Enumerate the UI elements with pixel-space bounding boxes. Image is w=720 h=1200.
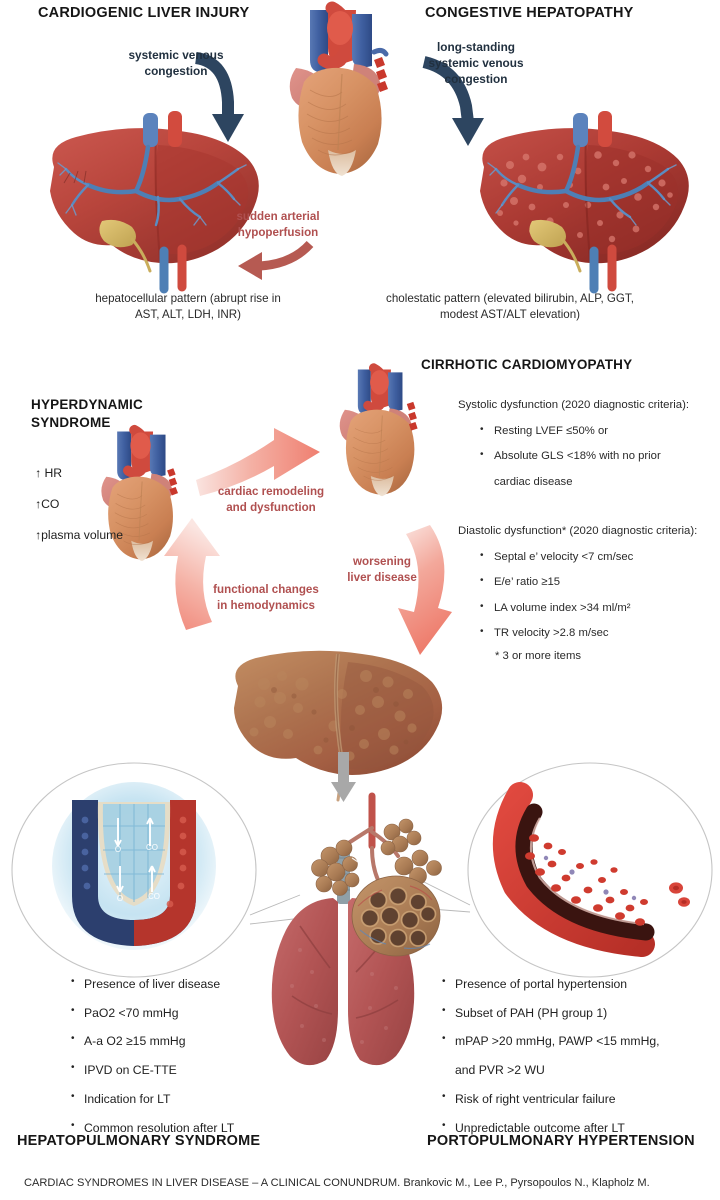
label-long-standing-line3: congestion: [444, 71, 508, 86]
diastolic-item-0: Septal e’ velocity <7 cm/sec: [480, 551, 633, 563]
hps-item-4: Indication for LT: [70, 1092, 234, 1105]
label-sudden-arterial-line1: sudden arterial: [236, 210, 320, 223]
systemic-venous-congestion-arrow-right: [422, 56, 484, 146]
diastolic-criteria-list: Septal e’ velocity <7 cm/sec E/e’ ratio …: [480, 551, 633, 653]
diastolic-item-2: LA volume index >34 ml/m²: [480, 602, 633, 614]
label-systemic-venous-congestion-line1: systemic venous: [128, 48, 224, 62]
label-cardiac-remodeling-line2: and dysfunction: [226, 500, 316, 514]
title-portopulmonary-hypertension: PORTOPULMONARY HYPERTENSION: [427, 1133, 695, 1149]
pulmonary-vessel-callout: [417, 762, 713, 978]
caption-hepatocellular-line1: hepatocellular pattern (abrupt rise in: [95, 292, 281, 305]
title-hyperdynamic-line2: SYNDROME: [31, 414, 111, 430]
portopulmonary-criteria-list: Presence of portal hypertension Subset o…: [441, 977, 660, 1150]
hepatopulmonary-criteria-list: Presence of liver disease PaO2 <70 mmHg …: [70, 977, 234, 1150]
lungs-alveoli-illustration: [271, 792, 442, 1066]
hps-item-5: Common resolution after LT: [70, 1120, 234, 1133]
systolic-criteria-list: Resting LVEF ≤50% or Absolute GLS <18% w…: [480, 425, 661, 502]
poph-item-2: mPAP >20 mmHg, PAWP <15 mmHg,: [441, 1034, 660, 1047]
diastolic-criteria-note: * 3 or more items: [495, 650, 582, 662]
poph-item-4: Risk of right ventricular failure: [441, 1092, 660, 1105]
diastolic-dysfunction-heading: Diastolic dysfunction* (2020 diagnostic …: [458, 525, 698, 537]
diastolic-item-1: E/e’ ratio ≥15: [480, 576, 633, 588]
worsening-liver-disease-arrow: [398, 525, 452, 655]
sudden-arterial-hypoperfusion-arrow: [238, 240, 314, 280]
label-systemic-venous-congestion-line2: congestion: [144, 63, 208, 78]
hyperdynamic-item-co: ↑CO: [35, 497, 60, 511]
hps-item-1: PaO2 <70 mmHg: [70, 1006, 234, 1019]
systolic-item-1: Absolute GLS <18% with no prior: [480, 450, 661, 462]
label-functional-changes-line2: in hemodynamics: [217, 598, 315, 612]
hps-item-0: Presence of liver disease: [70, 977, 234, 990]
hps-item-2: A-a O2 ≥15 mmHg: [70, 1034, 234, 1047]
title-cardiogenic-liver-injury: CARDIOGENIC LIVER INJURY: [38, 5, 250, 21]
liver-illustration-right: [480, 111, 689, 294]
systolic-item-0: Resting LVEF ≤50% or: [480, 425, 661, 437]
svg-text:O: O: [117, 894, 123, 903]
caption-cholestatic-line2: modest AST/ALT elevation): [439, 307, 581, 321]
svg-text:O: O: [115, 845, 121, 854]
hyperdynamic-item-hr: ↑ HR: [35, 466, 63, 480]
title-cirrhotic-cardiomyopathy: CIRRHOTIC CARDIOMYOPATHY: [421, 357, 633, 372]
label-long-standing-line1: long-standing: [437, 40, 515, 54]
heart-illustration-top: [289, 1, 389, 176]
systolic-dysfunction-heading: Systolic dysfunction (2020 diagnostic cr…: [458, 399, 690, 411]
svg-text:CO: CO: [148, 892, 160, 901]
svg-text:CO: CO: [146, 843, 158, 852]
title-congestive-hepatopathy: CONGESTIVE HEPATOPATHY: [425, 5, 634, 21]
caption-cholestatic-line1: cholestatic pattern (elevated bilirubin,…: [386, 292, 634, 305]
label-cardiac-remodeling-line1: cardiac remodeling: [217, 485, 325, 498]
hyperdynamic-item-plasma-volume: ↑plasma volume: [35, 528, 124, 542]
poph-item-5: Unpredictable outcome after LT: [441, 1120, 660, 1133]
cardiac-remodeling-arrow: [196, 428, 320, 496]
systolic-item-2: cardiac disease: [494, 475, 573, 488]
alveolar-gas-exchange-callout: O CO O CO: [11, 762, 303, 978]
label-sudden-arterial-line2: hypoperfusion: [237, 225, 319, 239]
cirrhotic-liver-illustration: [234, 650, 443, 802]
hps-item-3: IPVD on CE-TTE: [70, 1063, 234, 1076]
poph-item-0: Presence of portal hypertension: [441, 977, 660, 990]
caption-hepatocellular-line2: AST, ALT, LDH, INR): [134, 307, 242, 321]
hyperdynamic-items: ↑ HR ↑CO ↑plasma volume: [35, 466, 123, 542]
heart-illustration-cirrhotic: [339, 363, 418, 497]
label-worsening-liver-disease-line1: worsening: [353, 555, 411, 568]
systemic-venous-congestion-arrow-left: [194, 52, 244, 142]
heart-illustration-hyperdynamic: [101, 424, 178, 562]
label-long-standing-line2: systemic venous: [428, 55, 524, 70]
poph-item-3: and PVR >2 WU: [455, 1063, 545, 1078]
label-worsening-liver-disease-line2: liver disease: [347, 570, 417, 584]
liver-illustration-left: [50, 111, 259, 294]
gray-down-arrow: [331, 752, 356, 802]
title-hyperdynamic-line1: HYPERDYNAMIC: [31, 397, 143, 412]
functional-changes-arrow: [164, 518, 220, 630]
title-hepatopulmonary-syndrome: HEPATOPULMONARY SYNDROME: [17, 1133, 261, 1149]
footer-citation: CARDIAC SYNDROMES IN LIVER DISEASE – A C…: [24, 1177, 650, 1189]
label-functional-changes-line1: functional changes: [213, 583, 319, 596]
poph-item-1: Subset of PAH (PH group 1): [441, 1006, 660, 1019]
diastolic-item-3: TR velocity >2.8 m/sec: [480, 627, 633, 639]
